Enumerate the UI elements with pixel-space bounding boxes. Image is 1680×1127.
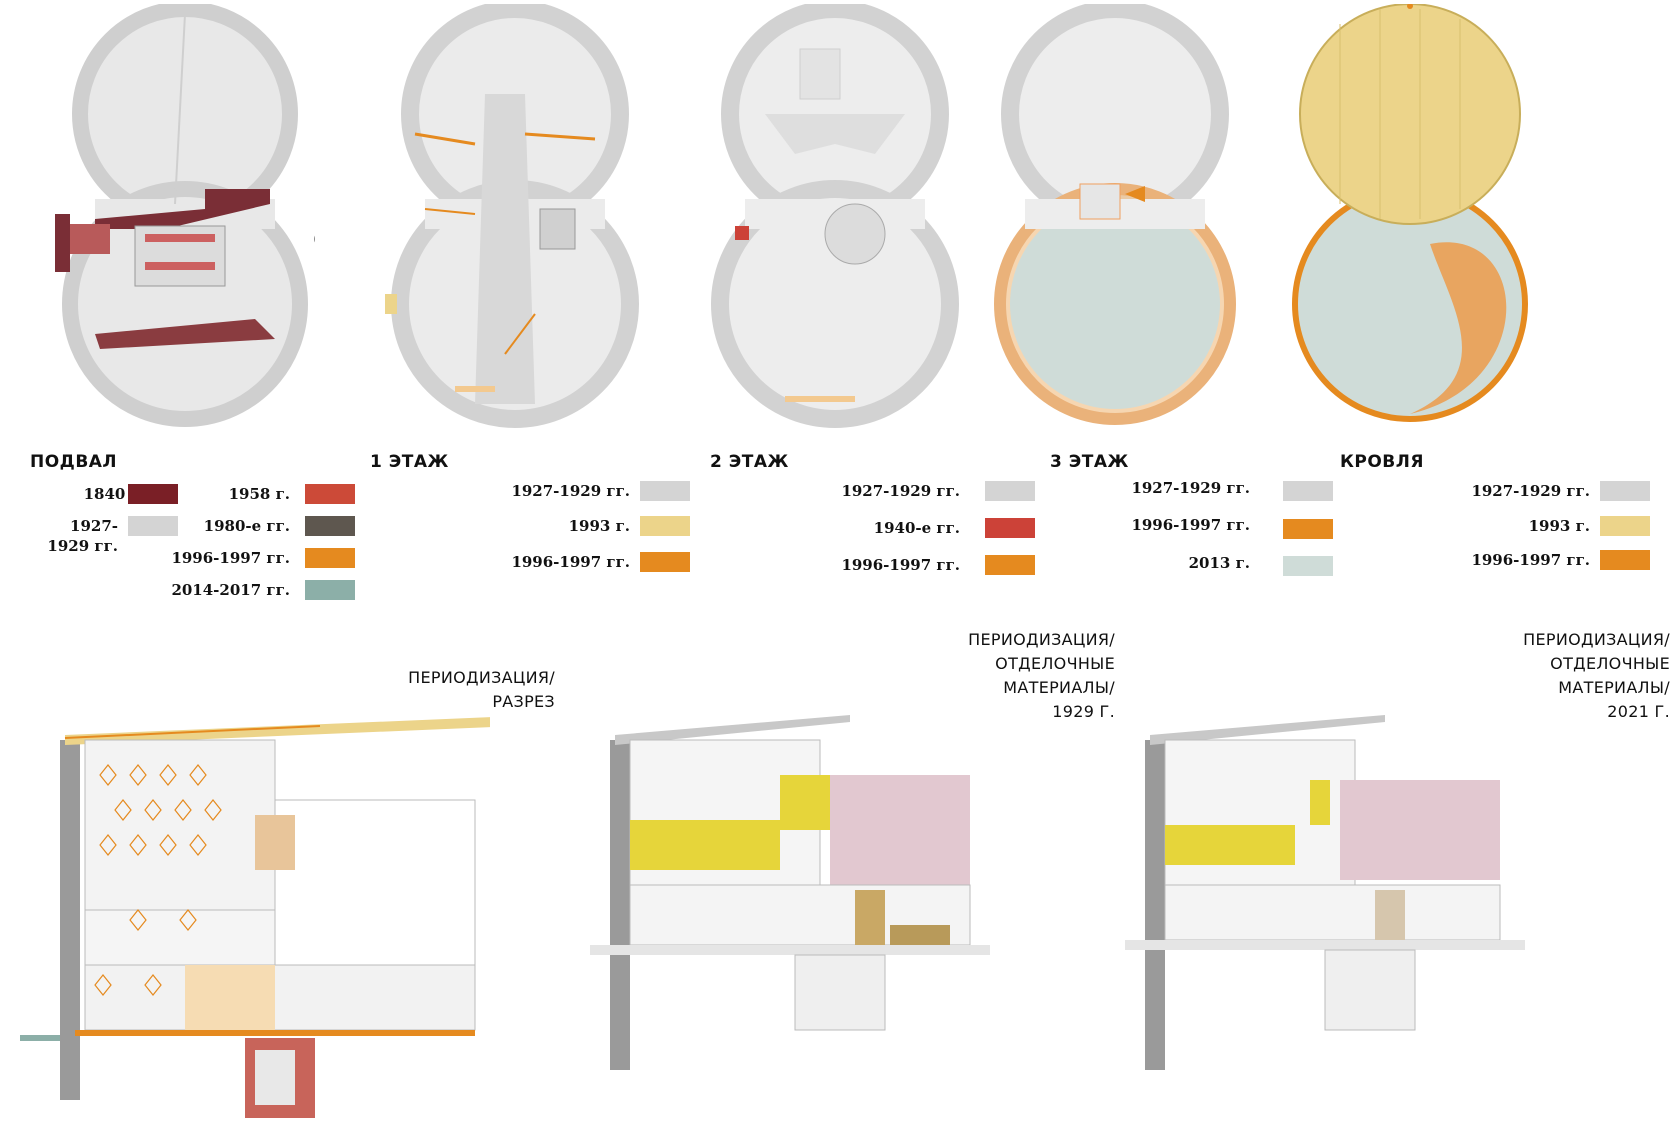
- section-label-materials-1929: ПЕРИОДИЗАЦИЯ/ ОТДЕЛОЧНЫЕ МАТЕРИАЛЫ/ 1929…: [930, 628, 1115, 724]
- section-periodization-drawing: [20, 717, 490, 1118]
- plan-floor-2-drawing: [711, 4, 959, 428]
- section-label-line: МАТЕРИАЛЫ/: [1003, 678, 1115, 697]
- section-label-line: ПЕРИОДИЗАЦИЯ/: [408, 668, 555, 687]
- legend-swatch: [985, 518, 1035, 538]
- legend-label: 1927-1929 гг.: [841, 482, 960, 500]
- legend-swatch: [640, 516, 690, 536]
- floor-title-floor-2: 2 ЭТАЖ: [710, 452, 789, 472]
- legend-label: 1996-1997 гг.: [841, 556, 960, 574]
- section-materials-1929-drawing: [590, 715, 990, 1070]
- legend-swatch: [128, 484, 178, 504]
- legend-swatch: [985, 481, 1035, 501]
- plan-floor-1: [385, 4, 645, 434]
- legend-swatch: [1283, 519, 1333, 539]
- section-label-line: ОТДЕЛОЧНЫЕ: [995, 654, 1115, 673]
- legend-swatch: [1283, 481, 1333, 501]
- legend-swatch: [1600, 516, 1650, 536]
- legend-swatch: [640, 481, 690, 501]
- legend-label: 1996-1997 гг.: [1131, 516, 1250, 534]
- legend-swatch: [985, 555, 1035, 575]
- section-label-periodization: ПЕРИОДИЗАЦИЯ/ РАЗРЕЗ: [380, 666, 555, 714]
- section-materials-2021-drawing: [1125, 715, 1525, 1070]
- section-label-line: МАТЕРИАЛЫ/: [1558, 678, 1670, 697]
- section-label-line: 2021 Г.: [1607, 702, 1670, 721]
- legend-label: 1993 г.: [1528, 517, 1590, 535]
- floor-title-basement: ПОДВАЛ: [30, 452, 118, 472]
- legend-swatch: [305, 580, 355, 600]
- plan-basement-drawing: [55, 4, 315, 427]
- legend-swatch: [305, 516, 355, 536]
- legend-swatch: [640, 552, 690, 572]
- section-periodization: [20, 700, 490, 1120]
- legend-label: 1958 г.: [228, 485, 290, 503]
- legend-swatch: [1283, 556, 1333, 576]
- plan-roof-drawing: [1292, 4, 1528, 422]
- legend-label: 1980-е гг.: [203, 517, 290, 535]
- plan-floor-1-drawing: [385, 4, 639, 428]
- legend-swatch: [305, 548, 355, 568]
- section-label-line: ПЕРИОДИЗАЦИЯ/: [968, 630, 1115, 649]
- section-label-line: РАЗРЕЗ: [492, 692, 555, 711]
- legend-swatch: [1600, 481, 1650, 501]
- legend-label: 1927-1929 гг.: [1131, 479, 1250, 497]
- section-label-materials-2021: ПЕРИОДИЗАЦИЯ/ ОТДЕЛОЧНЫЕ МАТЕРИАЛЫ/ 2021…: [1480, 628, 1670, 724]
- legend-label: 1927- 1929 гг.: [47, 517, 118, 555]
- plan-floor-3-drawing: [994, 4, 1236, 425]
- plan-floor-2: [705, 4, 965, 434]
- section-materials-1929: [590, 700, 1060, 1120]
- legend-label: 1927-1929 гг.: [511, 482, 630, 500]
- section-label-line: ПЕРИОДИЗАЦИЯ/: [1523, 630, 1670, 649]
- legend-label: 1993 г.: [568, 517, 630, 535]
- section-label-line: 1929 Г.: [1052, 702, 1115, 721]
- legend-label: 1940-е гг.: [873, 519, 960, 537]
- floor-title-roof: КРОВЛЯ: [1340, 452, 1424, 472]
- legend-label: 2014-2017 гг.: [171, 581, 290, 599]
- legend-swatch: [128, 516, 178, 536]
- plan-basement: [55, 4, 315, 434]
- legend-label: 1996-1997 гг.: [1471, 551, 1590, 569]
- section-materials-2021: [1125, 700, 1595, 1120]
- floor-title-floor-3: 3 ЭТАЖ: [1050, 452, 1129, 472]
- legend-label: 1996-1997 гг.: [511, 553, 630, 571]
- legend-label: 2013 г.: [1188, 554, 1250, 572]
- plan-floor-3: [985, 4, 1245, 434]
- section-label-line: ОТДЕЛОЧНЫЕ: [1550, 654, 1670, 673]
- legend-label: 1996-1997 гг.: [171, 549, 290, 567]
- legend-swatch: [305, 484, 355, 504]
- floor-title-floor-1: 1 ЭТАЖ: [370, 452, 449, 472]
- legend-label: 1927-1929 гг.: [1471, 482, 1590, 500]
- legend-swatch: [1600, 550, 1650, 570]
- plan-roof: [1280, 4, 1540, 434]
